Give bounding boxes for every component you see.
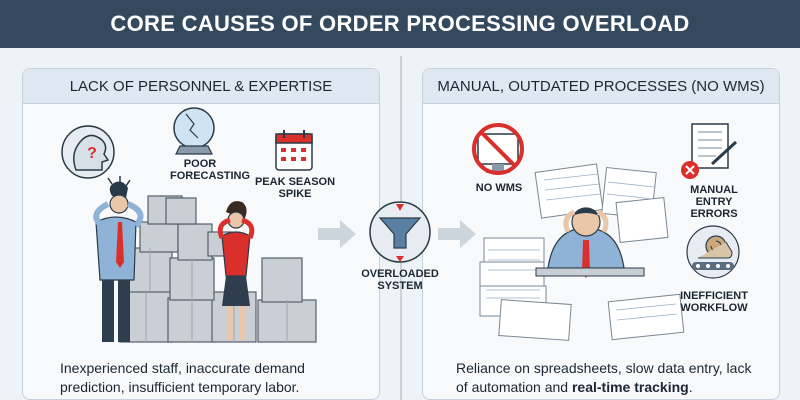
funnel-icon [369,201,431,263]
question-head-icon: ? [61,125,115,179]
right-caption: Reliance on spreadsheets, slow data entr… [456,359,756,397]
manual-entry-document-icon [681,123,738,179]
overloaded-system-label: OVERLOADED SYSTEM [361,268,439,292]
snail-conveyor-icon [686,225,740,279]
crystal-ball-icon [173,107,215,155]
stressed-woman-figure [217,201,255,340]
right-panel-heading: MANUAL, OUTDATED PROCESSES (NO WMS) [423,69,779,104]
calendar-icon [275,130,313,171]
right-caption-end: . [688,379,693,395]
arrow-center-to-right-icon [438,220,476,248]
inefficient-workflow-label: INEFFICIENT WORKFLOW [680,290,748,314]
right-caption-bold: real-time tracking [571,379,689,395]
overwhelmed-worker-figure [535,207,645,278]
svg-text:?: ? [87,145,97,162]
arrow-left-to-center-icon [318,220,356,248]
left-panel-heading: LACK OF PERSONNEL & EXPERTISE [23,69,379,104]
page-title: CORE CAUSES OF ORDER PROCESSING OVERLOAD [0,0,800,48]
right-caption-main: Reliance on spreadsheets, slow data entr… [456,360,752,395]
stressed-man-figure [93,176,144,342]
no-wms-monitor-icon [472,123,524,175]
spreadsheet-grid-lines [486,173,678,321]
peak-season-label: PEAK SEASON SPIKE [254,176,336,200]
spreadsheet-papers [479,163,685,341]
no-wms-label: NO WMS [475,182,523,194]
left-caption: Inexperienced staff, inaccurate demand p… [60,360,305,395]
poor-forecasting-label: POOR FORECASTING [170,158,251,182]
manual-entry-label: MANUAL ENTRY ERRORS [690,184,738,220]
